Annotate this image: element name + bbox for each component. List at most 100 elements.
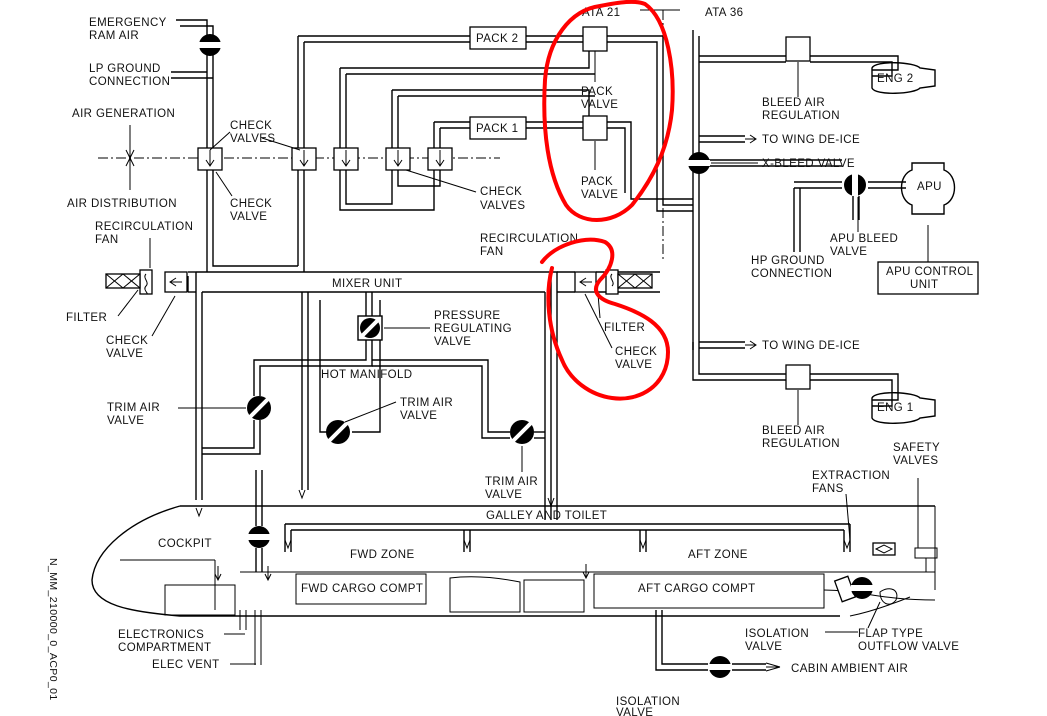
label-filter-left: FILTER xyxy=(66,312,107,324)
label-eng-2: ENG 2 xyxy=(877,73,914,85)
label-extraction-fans-2: FANS xyxy=(812,483,844,495)
filter-right xyxy=(617,273,653,289)
label-elec-vent: ELEC VENT xyxy=(152,659,220,671)
label-pack-valve-upper-1: PACK xyxy=(581,86,613,98)
label-fwd-zone: FWD ZONE xyxy=(350,549,415,561)
label-air-generation: AIR GENERATION xyxy=(72,108,175,120)
label-pack-valve-lower-1: PACK xyxy=(581,176,613,188)
label-eng-1: ENG 1 xyxy=(877,402,914,414)
label-trim-air-right-1: TRIM AIR xyxy=(485,476,538,488)
annotation-circle-upper xyxy=(542,0,675,222)
label-hp-ground-1: HP GROUND xyxy=(751,255,825,267)
label-pack-valve-upper-2: VALVE xyxy=(581,99,618,111)
label-recirc-fan-right-1: RECIRCULATION xyxy=(480,233,578,245)
label-check-valves-lower-1: CHECK xyxy=(480,186,522,198)
label-safety-valves-2: VALVES xyxy=(893,455,938,467)
bleed-reg-upper-box xyxy=(785,36,811,62)
label-bleed-reg-upper-1: BLEED AIR xyxy=(762,97,825,109)
fuselage xyxy=(91,478,938,617)
label-fwd-cargo: FWD CARGO COMPT xyxy=(301,583,423,595)
label-emergency-ram-air-2: RAM AIR xyxy=(89,30,139,42)
label-check-valve-a-1: CHECK xyxy=(230,198,272,210)
label-bleed-reg-lower-1: BLEED AIR xyxy=(762,425,825,437)
isolation-valve-aft xyxy=(851,577,873,599)
apu-shape xyxy=(900,162,956,215)
label-side-code: N_MM_210000_0_ACP0_01 xyxy=(47,558,59,701)
label-trim-air-mid-1: TRIM AIR xyxy=(400,397,453,409)
flow-arrows xyxy=(195,134,851,672)
engines xyxy=(871,62,956,424)
extraction-fans-box xyxy=(872,542,896,556)
label-x-bleed-valve: X-BLEED VALVE xyxy=(762,158,855,170)
label-check-valves-upper-2: VALVES xyxy=(230,133,275,145)
label-pressure-reg-3: VALVE xyxy=(434,336,471,348)
label-mixer-unit: MIXER UNIT xyxy=(332,278,402,290)
label-hp-ground-2: CONNECTION xyxy=(751,268,832,280)
label-electronics-2: COMPARTMENT xyxy=(118,642,211,654)
round-valves xyxy=(199,34,898,678)
label-lp-ground-1: LP GROUND xyxy=(89,63,161,75)
label-lp-ground-2: CONNECTION xyxy=(89,76,170,88)
label-apu-control-2: UNIT xyxy=(910,279,938,291)
label-recirc-fan-left-1: RECIRCULATION xyxy=(95,221,193,233)
equipment-boxes xyxy=(105,26,979,603)
label-aft-zone: AFT ZONE xyxy=(688,549,748,561)
label-check-valve-left-2: VALVE xyxy=(106,348,143,360)
label-flap-outflow-2: OUTFLOW VALVE xyxy=(858,641,959,653)
pack-valve-lower-box xyxy=(582,115,608,141)
label-galley-toilet: GALLEY AND TOILET xyxy=(486,510,607,522)
label-ata-36: ATA 36 xyxy=(705,7,743,19)
label-pack-valve-lower-2: VALVE xyxy=(581,189,618,201)
label-pack-2: PACK 2 xyxy=(476,33,518,45)
label-apu: APU xyxy=(917,181,942,193)
label-isolation-mid-1: ISOLATION xyxy=(745,628,809,640)
trim-air-valve-mid xyxy=(326,420,350,444)
pack-2-box xyxy=(469,26,527,50)
x-bleed-valve xyxy=(688,152,710,174)
isolation-valve-bottom xyxy=(709,656,731,678)
trim-air-valve-left xyxy=(247,396,271,420)
apu-bleed-valve xyxy=(844,174,866,196)
label-isolation-bottom-1: ISOLATION xyxy=(616,696,680,708)
label-pressure-reg-2: REGULATING xyxy=(434,323,512,335)
pack-1-box xyxy=(469,116,527,140)
label-extraction-fans-1: EXTRACTION xyxy=(812,470,890,482)
label-electronics-1: ELECTRONICS xyxy=(118,629,204,641)
label-emergency-ram-air-1: EMERGENCY xyxy=(89,17,167,29)
label-pack-1: PACK 1 xyxy=(476,123,518,135)
label-apu-bleed-1: APU BLEED xyxy=(830,233,898,245)
trim-air-valve-right xyxy=(510,420,534,444)
labels: EMERGENCY RAM AIR LP GROUND CONNECTION A… xyxy=(47,7,973,716)
pack-valve-upper-box xyxy=(582,26,608,52)
label-pressure-reg-1: PRESSURE xyxy=(434,310,500,322)
cockpit-isolation-valve xyxy=(248,526,270,548)
label-ata-21: ATA 21 xyxy=(582,7,620,19)
label-recirc-fan-right-2: FAN xyxy=(480,246,504,258)
label-bleed-reg-upper-2: REGULATION xyxy=(762,110,840,122)
label-hot-manifold: HOT MANIFOLD xyxy=(321,369,412,381)
label-check-valves-lower-2: VALVES xyxy=(480,200,525,212)
label-to-wing-deice-upper: TO WING DE-ICE xyxy=(762,134,860,146)
outflow-valve-shape xyxy=(879,588,898,605)
filter-left xyxy=(105,273,141,289)
pressure-regulating-valve xyxy=(357,315,383,341)
eng-1-shape xyxy=(871,392,936,424)
label-cabin-ambient-air: CABIN AMBIENT AIR xyxy=(791,663,908,675)
leader-lines xyxy=(117,51,881,665)
recirc-fan-left xyxy=(139,269,153,295)
emergency-ram-air-valve xyxy=(199,34,221,56)
label-recirc-fan-left-2: FAN xyxy=(95,234,119,246)
label-check-valve-a-2: VALVE xyxy=(230,211,267,223)
label-check-valve-left-1: CHECK xyxy=(106,335,148,347)
label-air-distribution: AIR DISTRIBUTION xyxy=(67,198,177,210)
label-trim-air-left-1: TRIM AIR xyxy=(107,402,160,414)
apu-control-unit-box xyxy=(877,261,979,295)
label-aft-cargo: AFT CARGO COMPT xyxy=(638,583,756,595)
red-annotations xyxy=(540,0,675,401)
label-flap-outflow-1: FLAP TYPE xyxy=(858,628,923,640)
annotation-circle-lower xyxy=(540,237,670,401)
label-isolation-bottom-2: VALVE xyxy=(616,707,653,716)
label-isolation-mid-2: VALVE xyxy=(745,641,782,653)
label-check-valves-upper-1: CHECK xyxy=(230,120,272,132)
